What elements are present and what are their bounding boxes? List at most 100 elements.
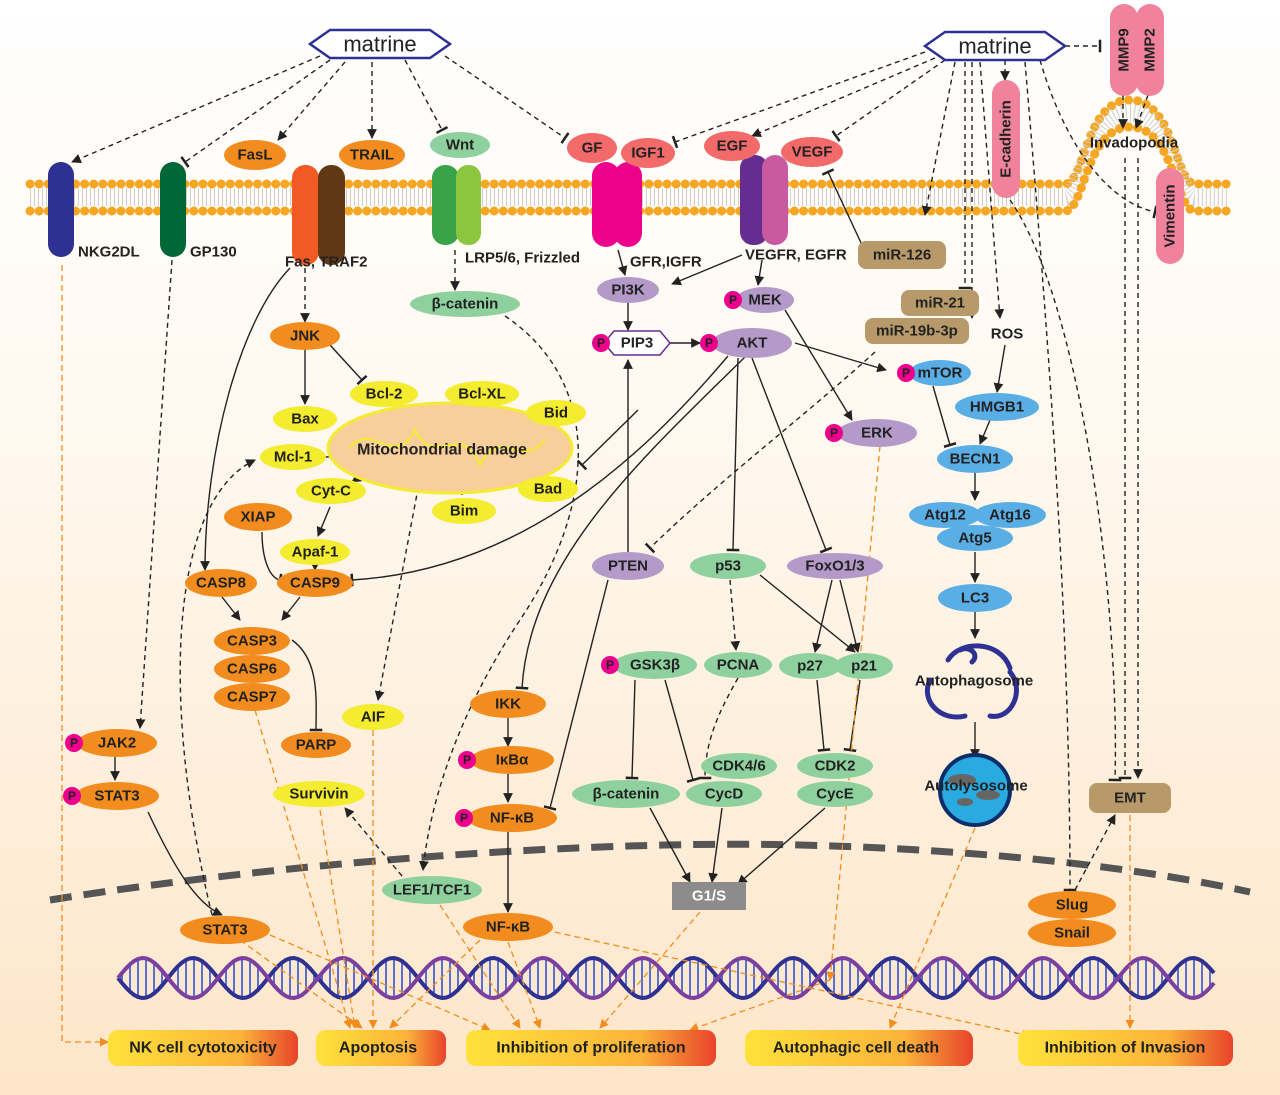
- nfkb-node-phospho-badge: P: [455, 809, 473, 827]
- edge-mito-aif: [374, 477, 421, 701]
- gf-node-label: GF: [582, 140, 603, 157]
- edge-vegfr-mek: [754, 259, 765, 286]
- pip3-node-phospho-badge: P: [592, 334, 610, 352]
- egfr-receptor: [762, 155, 788, 245]
- akt-node-phospho-badge: P: [700, 334, 718, 352]
- lef1-node: LEF1/TCF1: [382, 876, 482, 904]
- ikba-node-label: IκBα: [496, 752, 529, 769]
- edge-foxo-p21: [839, 579, 861, 653]
- edge-stat3-nuc: [147, 811, 223, 916]
- outcome-nk-label: NK cell cytotoxicity: [129, 1040, 277, 1057]
- edge-matrine2-slug: [1024, 61, 1077, 892]
- invasion-shapes: [992, 4, 1184, 264]
- outcome-proliferation: [466, 1030, 716, 1066]
- bad-node-label: Bad: [534, 481, 562, 498]
- outcome-invasion: [1018, 1030, 1233, 1066]
- mcl1-node-label: Mcl-1: [274, 449, 312, 466]
- vimentin-label: Vimentin: [1162, 184, 1179, 247]
- mmp9-label: MMP9: [1116, 28, 1133, 71]
- dna-strand-b: [116, 955, 1216, 1001]
- dna-helix: [116, 955, 1216, 1001]
- pip3-node-label: PIP3: [621, 335, 654, 352]
- casp3-node: CASP3: [214, 627, 290, 655]
- parp-node: PARP: [281, 732, 351, 758]
- edge-pten-nfkb: [543, 579, 609, 811]
- becn1-node: BECN1: [937, 445, 1013, 473]
- edge-matrine-fasl: [277, 61, 346, 141]
- egf-node-label: EGF: [717, 138, 748, 155]
- stat3-nuc-node-label: STAT3: [202, 922, 247, 939]
- bax-node: Bax: [273, 406, 337, 432]
- wnt-node-label: Wnt: [446, 137, 474, 154]
- edge-fas-casp8: [200, 267, 291, 571]
- edge-erk-proliferation-b: [689, 979, 831, 1032]
- outcomes: NK cell cytotoxicity Apoptosis Inhibitio…: [108, 1030, 1233, 1066]
- parp-node-label: PARP: [296, 737, 337, 754]
- apaf1-node: Apaf-1: [280, 539, 350, 565]
- mito-label: Mitochondrial damage: [357, 442, 527, 459]
- pi3k-node: PI3K: [597, 277, 659, 303]
- edge-matrine2-membrane: [921, 61, 956, 216]
- casp6-node: CASP6: [214, 655, 290, 683]
- mir126-node-label: miR-126: [873, 247, 931, 264]
- igf1-node-label: IGF1: [631, 145, 664, 162]
- autophagosome-label: Autophagosome: [915, 673, 1033, 690]
- frizzled-receptor: [456, 165, 481, 245]
- lrp-receptor: [432, 165, 459, 245]
- edge-gsk3b-cycd: [664, 679, 700, 783]
- edge-p53-p21: [759, 574, 856, 653]
- gfr-label: GFR,IGFR: [630, 254, 702, 271]
- casp7-node-label: CASP7: [227, 689, 277, 706]
- edge-akt-casp9: [350, 355, 729, 587]
- vegf-node: VEGF: [781, 137, 843, 167]
- edge-akt-p53: [726, 357, 740, 552]
- edge-lef1-survivin: [344, 807, 403, 877]
- nfkb-nuc-node: NF-κB: [463, 913, 553, 941]
- hmgb1-node: HMGB1: [955, 393, 1039, 421]
- gfr-receptor: [592, 162, 620, 247]
- cdk46-node-label: CDK4/6: [712, 758, 765, 775]
- traf2-receptor: [318, 165, 345, 265]
- nfkb-node: NF-κBP: [455, 804, 557, 832]
- atg5-node: Atg5: [937, 525, 1013, 551]
- edge-mek-erk: [784, 309, 853, 421]
- bid-node-label: Bid: [544, 405, 568, 422]
- betacatenin2-node-label: β-catenin: [593, 786, 660, 803]
- edge-akt-ikk: [515, 356, 746, 690]
- cdk2-node-label: CDK2: [815, 758, 856, 775]
- edge-matrine-gp130: [180, 59, 331, 168]
- nfkb-nuc-node-label: NF-κB: [486, 919, 530, 936]
- bcl2-node: Bcl-2: [350, 381, 418, 407]
- slug-node-label: Slug: [1056, 897, 1089, 914]
- edge-lef1-proliferation: [439, 904, 521, 1029]
- nuclear-envelope: [49, 840, 1251, 904]
- edge-gfr-pi3k: [617, 249, 628, 276]
- pi3k-node-label: PI3K: [611, 282, 645, 299]
- edge-survivin-apoptosis: [319, 809, 359, 1029]
- lc3-node: LC3: [938, 584, 1012, 612]
- bax-node-label: Bax: [291, 411, 319, 428]
- jak2-node-phospho-label: P: [70, 736, 78, 750]
- p53-node: p53: [690, 553, 766, 579]
- edge-matrine-nkg2dl: [71, 55, 321, 164]
- matrine-right-label: matrine: [958, 34, 1031, 59]
- gsk3b-node-label: GSK3β: [630, 657, 680, 674]
- gsk3b-node: GSK3β P: [601, 651, 697, 679]
- mek-node-phospho-badge: P: [724, 291, 742, 309]
- outcome-autophagic-label: Autophagic cell death: [773, 1040, 939, 1057]
- bad-node: Bad: [518, 476, 578, 502]
- edge-nkg2dl-nk: [61, 265, 109, 1047]
- edge-mtor-becn1: [932, 385, 957, 448]
- pcna-node-label: PCNA: [717, 657, 760, 674]
- ecadherin-shape: [992, 80, 1020, 198]
- p21-node-label: p21: [851, 658, 877, 675]
- gsk3b-node-phospho-label: P: [606, 658, 614, 672]
- cdk2-node: CDK2: [797, 753, 873, 779]
- cyce-node: CycE: [797, 781, 873, 807]
- gp130-label: GP130: [190, 244, 237, 261]
- edge-ros-hmgb1: [993, 344, 1006, 393]
- matrine-left: matrine: [307, 28, 453, 60]
